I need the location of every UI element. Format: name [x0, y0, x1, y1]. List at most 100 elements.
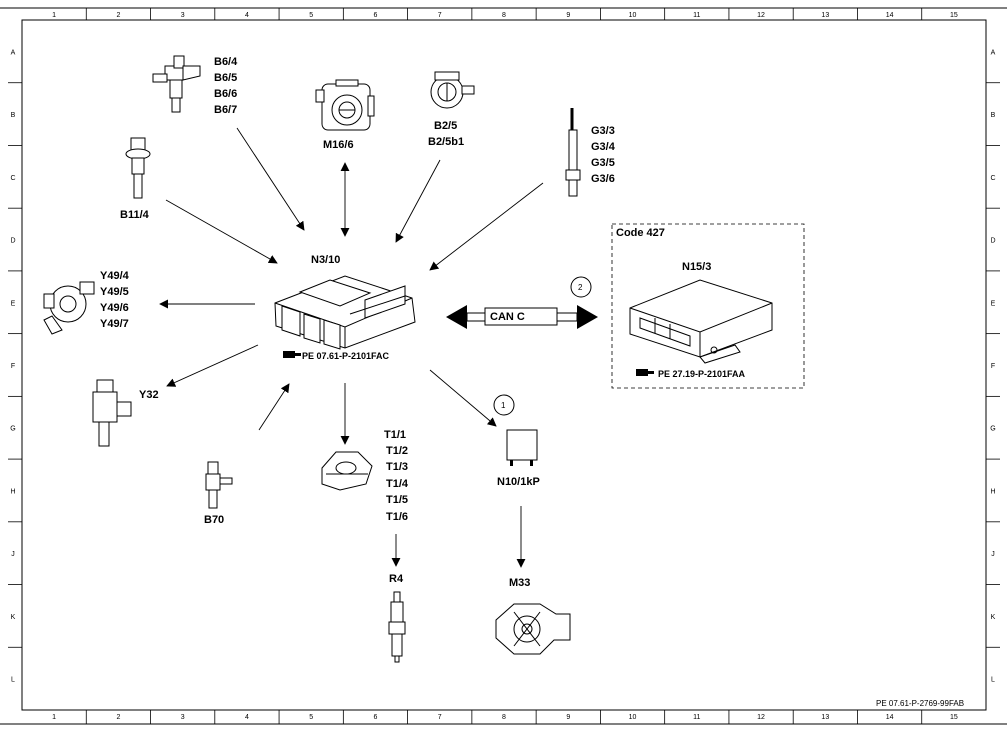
grid-row-right-F: F — [991, 363, 995, 370]
callout-2: 2 — [570, 276, 592, 298]
can-left-stub — [466, 312, 486, 322]
grid-row-left-C: C — [10, 175, 15, 182]
t1-1-label: T1/1 — [384, 429, 406, 441]
grid-col-top-1: 1 — [52, 12, 56, 19]
y32-label: Y32 — [139, 389, 159, 401]
grid-col-top-4: 4 — [245, 12, 249, 19]
figure-ref: PE 07.61-P-2769-99FAB — [876, 699, 964, 708]
grid-row-right-D: D — [990, 238, 995, 245]
can-arrow-left-head — [446, 305, 467, 329]
grid-col-top-3: 3 — [181, 12, 185, 19]
can-arrow-right-head — [577, 305, 598, 329]
t1-labels: T1/1 T1/2 T1/3 T1/4 T1/5 T1/6 — [384, 429, 409, 523]
arrow-n10 — [429, 369, 497, 427]
grid-col-top-2: 2 — [116, 12, 120, 19]
m33-label: M33 — [509, 577, 530, 589]
m16-throttle-drawing — [315, 79, 375, 131]
b2-sensor-drawing — [430, 71, 475, 109]
y32-valve-drawing — [92, 379, 132, 447]
ecu-label: N3/10 — [311, 254, 340, 266]
grid-col-bottom-13: 13 — [821, 714, 829, 721]
grid-row-right-H: H — [990, 488, 995, 495]
r4-sparkplug-drawing — [388, 591, 406, 663]
grid-row-right-A: A — [991, 49, 996, 56]
callout-2-text: 2 — [578, 283, 583, 292]
b2-labels: B2/5 B2/5b1 — [428, 120, 464, 148]
y49-4-label: Y49/4 — [100, 270, 130, 282]
b6-5-label: B6/5 — [214, 72, 237, 84]
signal-arrows — [159, 127, 544, 568]
grid-col-bottom-3: 3 — [181, 714, 185, 721]
ref-hand-icon — [636, 369, 654, 376]
grid-col-top-13: 13 — [821, 12, 829, 19]
b6-7-label: B6/7 — [214, 104, 237, 116]
grid-col-bottom-8: 8 — [502, 714, 506, 721]
grid-row-left-K: K — [11, 614, 16, 621]
grid-row-right-J: J — [991, 551, 995, 558]
y49-6-label: Y49/6 — [100, 302, 129, 314]
grid-col-top-15: 15 — [950, 12, 958, 19]
grid-col-top-5: 5 — [309, 12, 313, 19]
g3-sensor-drawing — [565, 108, 581, 197]
y49-actuator-drawing — [43, 281, 95, 335]
grid-col-bottom-6: 6 — [374, 714, 378, 721]
grid-row-left-J: J — [11, 551, 15, 558]
grid-col-bottom-7: 7 — [438, 714, 442, 721]
grid-col-top-11: 11 — [693, 12, 700, 19]
grid-col-bottom-15: 15 — [950, 714, 958, 721]
b70-sensor-drawing — [205, 461, 233, 509]
grid-column-labels: 1122334455667788991010111112121313141415… — [52, 8, 958, 724]
arrow-b70 — [258, 383, 290, 431]
grid-row-left-B: B — [11, 112, 16, 119]
callout-1-text: 1 — [501, 401, 506, 410]
g3-4-label: G3/4 — [591, 141, 616, 153]
arrow-b6 — [236, 127, 305, 231]
n15-label: N15/3 — [682, 261, 711, 273]
grid-row-right-G: G — [990, 426, 995, 433]
grid-col-bottom-4: 4 — [245, 714, 249, 721]
n15-ref: PE 27.19-P-2101FAA — [636, 369, 746, 379]
g3-6-label: G3/6 — [591, 173, 615, 185]
b70-label: B70 — [204, 514, 224, 526]
b6-sensor-drawing — [152, 55, 201, 113]
arrow-b2 — [395, 159, 441, 243]
grid-row-left-L: L — [11, 677, 15, 684]
grid-col-bottom-9: 9 — [566, 714, 570, 721]
arrow-y32 — [166, 344, 259, 387]
r4-label: R4 — [389, 573, 404, 585]
g3-labels: G3/3 G3/4 G3/5 G3/6 — [591, 125, 616, 185]
grid-col-top-8: 8 — [502, 12, 506, 19]
grid-row-left-H: H — [10, 488, 15, 495]
m16-label: M16/6 — [323, 139, 354, 151]
t1-2-label: T1/2 — [386, 445, 408, 457]
ecu-module — [274, 275, 416, 350]
grid-col-top-6: 6 — [374, 12, 378, 19]
g3-5-label: G3/5 — [591, 157, 615, 169]
t1-6-label: T1/6 — [386, 511, 408, 523]
option-box-border — [611, 223, 805, 389]
can-right-stub — [556, 312, 578, 322]
grid-col-top-10: 10 — [629, 12, 637, 19]
grid-row-left-A: A — [11, 49, 16, 56]
grid-row-left-F: F — [11, 363, 15, 370]
grid-col-top-14: 14 — [886, 12, 894, 19]
b11-label: B11/4 — [120, 209, 150, 221]
grid-col-bottom-1: 1 — [52, 714, 56, 721]
grid-col-bottom-2: 2 — [116, 714, 120, 721]
ecu-ref-text: PE 07.61-P-2101FAC — [302, 351, 390, 361]
grid-col-bottom-5: 5 — [309, 714, 313, 721]
grid-row-left-E: E — [11, 300, 16, 307]
t1-5-label: T1/5 — [386, 494, 408, 506]
n15-ref-text: PE 27.19-P-2101FAA — [658, 369, 746, 379]
grid-col-top-7: 7 — [438, 12, 442, 19]
b2-5b1-label: B2/5b1 — [428, 136, 464, 148]
can-bus: CAN C — [446, 305, 598, 329]
y49-labels: Y49/4 Y49/5 Y49/6 Y49/7 — [100, 270, 130, 330]
grid-row-left-D: D — [10, 238, 15, 245]
option-box: Code 427 N15/3 PE 27.19-P-2101FAA — [611, 223, 805, 389]
t1-coil-drawing — [321, 451, 373, 491]
grid-col-top-12: 12 — [757, 12, 765, 19]
y49-5-label: Y49/5 — [100, 286, 129, 298]
